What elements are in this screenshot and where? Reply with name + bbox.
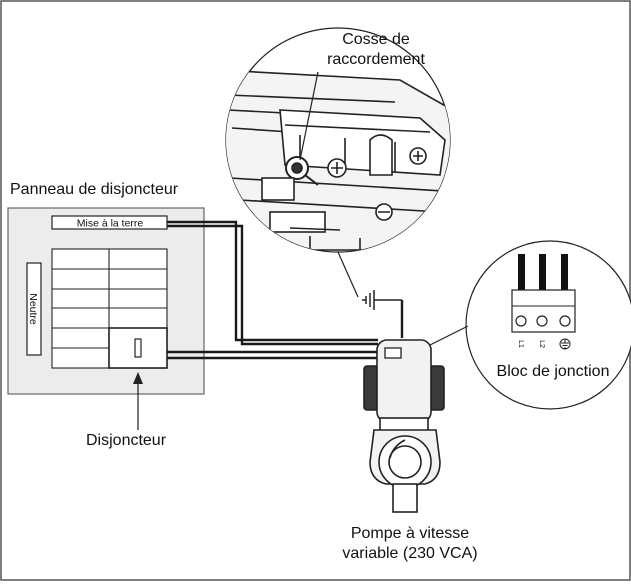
lug-label-line-1: Cosse de: [342, 31, 410, 48]
ground-symbol-icon: [362, 290, 402, 310]
ground-terminal-icon: [559, 338, 571, 350]
terminal-wire-1: [518, 254, 525, 300]
terminal-mark-l2: L2: [538, 340, 545, 348]
breaker-label: Disjoncteur: [86, 432, 167, 449]
neutral-bar-label: Neutre: [27, 293, 39, 325]
pump-terminal-box: [384, 347, 402, 359]
lug-label-line-2: raccordement: [327, 51, 425, 68]
terminal-wire-2: [539, 254, 546, 300]
terminal-block-label: Bloc de jonction: [497, 363, 610, 380]
wiring: [167, 220, 404, 360]
lug-pointer-line: [299, 71, 319, 161]
terminal-screw-l1: [515, 315, 527, 327]
variable-speed-pump: [363, 339, 445, 513]
breaker-switch: [134, 338, 142, 358]
pump-label-line-2: variable (230 VCA): [342, 545, 477, 562]
panel-title: Panneau de disjoncteur: [10, 181, 179, 198]
neutral-bar: [26, 262, 42, 356]
terminal-wire-3: [561, 254, 568, 300]
terminal-mark-l1: L1: [517, 340, 524, 348]
terminal-block-callout: L1 L2 Bloc de jonction: [465, 240, 631, 410]
arrow-up-icon: [133, 372, 143, 384]
motor-housing-drawing: [226, 69, 450, 252]
terminal-screw-ground: [559, 315, 571, 327]
lug-callout-leader: [337, 251, 359, 298]
lug-detail-callout: Cosse de raccordement: [225, 27, 451, 253]
ground-bar-label: Mise à la terre: [77, 218, 144, 230]
pump-label-line-1: Pompe à vitesse: [351, 525, 469, 542]
terminal-screw-l2: [536, 315, 548, 327]
